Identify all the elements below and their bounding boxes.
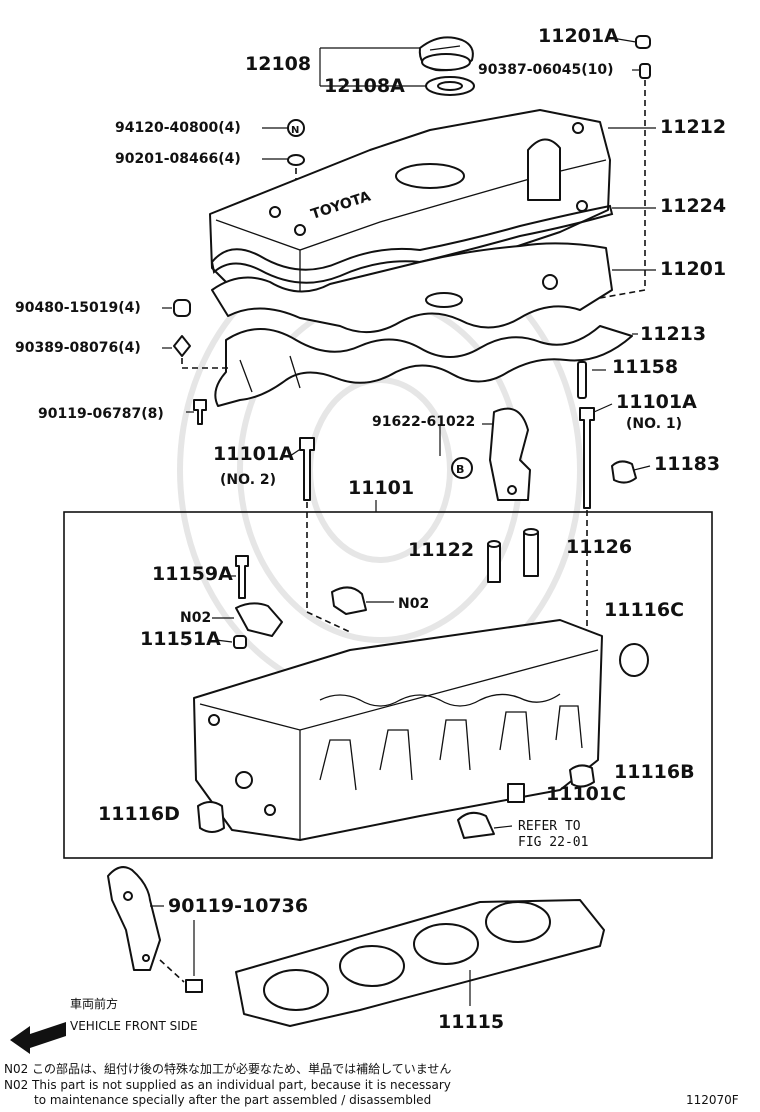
arrow-left-icon xyxy=(10,1022,66,1054)
cover-gasket-11224[interactable] xyxy=(210,204,614,284)
bracket-91622[interactable] xyxy=(489,407,531,501)
plug-11116C[interactable] xyxy=(619,643,649,677)
label-11201A: 11201A xyxy=(538,25,619,47)
nut-94120[interactable]: N xyxy=(287,119,305,137)
label-11115: 11115 xyxy=(438,1011,504,1033)
label-11116D: 11116D xyxy=(98,803,180,825)
plug-11116B[interactable] xyxy=(569,764,595,788)
head-gasket-11115[interactable] xyxy=(235,899,605,1027)
label-90389: 90389-08076(4) xyxy=(15,340,141,356)
label-11201: 11201 xyxy=(660,258,726,280)
footnote-jp: N02 この部品は、組付け後の特殊な加工が必要なため、単品では補給していません xyxy=(4,1061,451,1076)
label-90480: 90480-15019(4) xyxy=(15,300,141,316)
oil-filler-cap[interactable] xyxy=(418,36,474,72)
label-11151A: 11151A xyxy=(140,628,221,650)
grommet-11201A[interactable] xyxy=(635,35,651,49)
label-11101A-no1-sub: (NO. 1) xyxy=(626,416,682,432)
label-n02-b: N02 xyxy=(398,596,429,612)
valve-guide-11122[interactable] xyxy=(487,540,501,583)
valve-guide-11126[interactable] xyxy=(523,528,539,577)
label-90387: 90387-06045(10) xyxy=(478,62,614,78)
label-refer-line1: REFER TO xyxy=(518,819,581,834)
cover-gasket-11213[interactable] xyxy=(214,325,633,407)
svg-text:N: N xyxy=(291,125,299,136)
washer-90201[interactable] xyxy=(287,154,305,166)
marker-b: B xyxy=(451,457,473,479)
stud-11158[interactable] xyxy=(577,361,587,399)
oil-filler-cap-gasket[interactable] xyxy=(425,76,475,96)
svg-text:B: B xyxy=(456,463,464,476)
head-bolt-11101A-no1[interactable] xyxy=(579,407,595,509)
bolt-90119b[interactable] xyxy=(185,979,203,993)
label-11122: 11122 xyxy=(408,539,474,561)
vehicle-front-en: VEHICLE FRONT SIDE xyxy=(70,1019,198,1033)
label-11101A-no2: 11101A xyxy=(213,443,294,465)
label-refer-line2: FIG 22-01 xyxy=(518,835,588,850)
plug-11183[interactable] xyxy=(611,460,637,484)
label-11116B: 11116B xyxy=(614,761,695,783)
grommet-90480[interactable] xyxy=(173,299,191,317)
bolt-90119a[interactable] xyxy=(193,399,207,425)
label-94120: 94120-40800(4) xyxy=(115,120,241,136)
label-90119a: 90119-06787(8) xyxy=(38,406,164,422)
nut-90389[interactable] xyxy=(173,335,191,357)
cam-cap-center[interactable] xyxy=(331,586,367,615)
pin-11101C[interactable] xyxy=(507,783,525,803)
vehicle-front-jp: 車両前方 xyxy=(70,996,118,1011)
label-11212: 11212 xyxy=(660,116,726,138)
label-11101A-no2-sub: (NO. 2) xyxy=(220,472,276,488)
cylinder-head-subassembly-frame xyxy=(63,511,713,859)
footnote-en-1: N02 This part is not supplied as an indi… xyxy=(4,1078,451,1092)
cam-cap-left[interactable] xyxy=(235,602,283,637)
plug-11116D[interactable] xyxy=(197,801,225,833)
sensor-refer-fig[interactable] xyxy=(457,811,495,839)
label-11213: 11213 xyxy=(640,323,706,345)
label-11158: 11158 xyxy=(612,356,678,378)
label-11224: 11224 xyxy=(660,195,726,217)
label-11183: 11183 xyxy=(654,453,720,475)
seal-90387[interactable] xyxy=(639,63,651,79)
label-11159A: 11159A xyxy=(152,563,233,585)
label-11116C: 11116C xyxy=(604,599,684,621)
label-11101A-no1: 11101A xyxy=(616,391,697,413)
figure-id: 112070F xyxy=(686,1093,739,1107)
bolt-11159A[interactable] xyxy=(235,555,249,599)
label-11101C: 11101C xyxy=(546,783,626,805)
footnote-en-2: to maintenance specially after the part … xyxy=(34,1093,431,1107)
head-bolt-11101A-no2[interactable] xyxy=(299,437,315,501)
pin-11151A[interactable] xyxy=(233,635,247,649)
label-11126: 11126 xyxy=(566,536,632,558)
cylinder-head-cover-11201[interactable]: TOYOTA xyxy=(209,109,611,301)
lift-bracket[interactable] xyxy=(107,866,161,971)
label-90119b: 90119-10736 xyxy=(168,895,308,917)
label-11101: 11101 xyxy=(348,477,414,499)
label-12108: 12108 xyxy=(245,53,311,75)
label-90201: 90201-08466(4) xyxy=(115,151,241,167)
label-n02-a: N02 xyxy=(180,610,211,626)
label-12108A: 12108A xyxy=(324,75,405,97)
label-91622: 91622-61022 xyxy=(372,414,475,430)
cover-baffle-11201[interactable] xyxy=(211,242,613,334)
